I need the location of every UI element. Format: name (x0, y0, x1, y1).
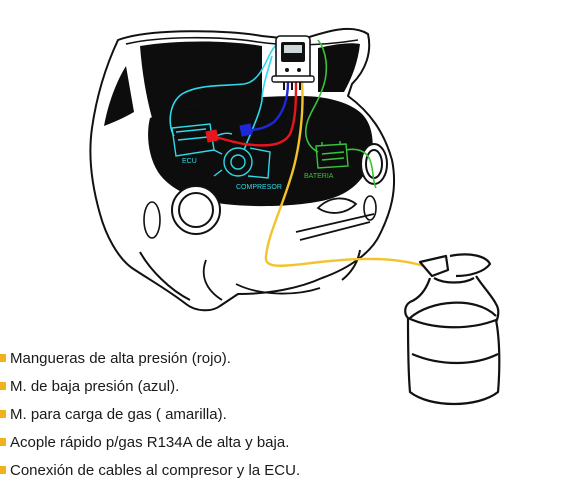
legend-item: Mangueras de alta presión (rojo). (0, 344, 300, 372)
engine-bay (148, 96, 373, 207)
legend-bullet (0, 438, 6, 446)
battery-cable (305, 39, 377, 189)
ecu-label: ECU (182, 158, 197, 165)
front-grille (202, 197, 375, 301)
hood-underside-right (318, 43, 360, 92)
battery-label: BATERIA (304, 173, 334, 180)
windshield (104, 66, 134, 126)
legend-item: M. de baja presión (azul). (0, 372, 300, 400)
legend-bullet (0, 466, 6, 474)
legend-item: Conexión de cables al compresor y la ECU… (0, 456, 300, 484)
gas-cylinder-icon (404, 253, 501, 406)
legend-text: M. para carga de gas ( amarilla). (10, 405, 227, 423)
compressor-label: COMPRESOR (236, 184, 282, 191)
legend-text: M. de baja presión (azul). (10, 377, 180, 395)
legend-bullet (0, 382, 6, 390)
legend-item: M. para carga de gas ( amarilla). (0, 400, 300, 428)
legend-text: Conexión de cables al compresor y la ECU… (10, 461, 301, 479)
battery-icon (315, 141, 349, 169)
legend-item: Acople rápido p/gas R134A de alta y baja… (0, 428, 300, 456)
low-pressure-coupler (239, 123, 253, 137)
high-pressure-coupler (205, 129, 219, 143)
legend: Mangueras de alta presión (rojo). M. de … (0, 344, 300, 484)
legend-bullet (0, 410, 6, 418)
compressor-icon (213, 147, 271, 179)
manifold-gauge-icon (271, 35, 315, 90)
car-illustration (89, 27, 396, 312)
legend-bullet (0, 354, 6, 362)
legend-text: Acople rápido p/gas R134A de alta y baja… (10, 433, 290, 451)
high-pressure-hose (211, 81, 298, 147)
headlights (143, 143, 388, 239)
gas-charge-hose (264, 81, 431, 270)
legend-text: Mangueras de alta presión (rojo). (10, 349, 231, 367)
tires (139, 249, 361, 301)
low-pressure-hose (247, 81, 290, 132)
hood-underside (140, 41, 262, 118)
